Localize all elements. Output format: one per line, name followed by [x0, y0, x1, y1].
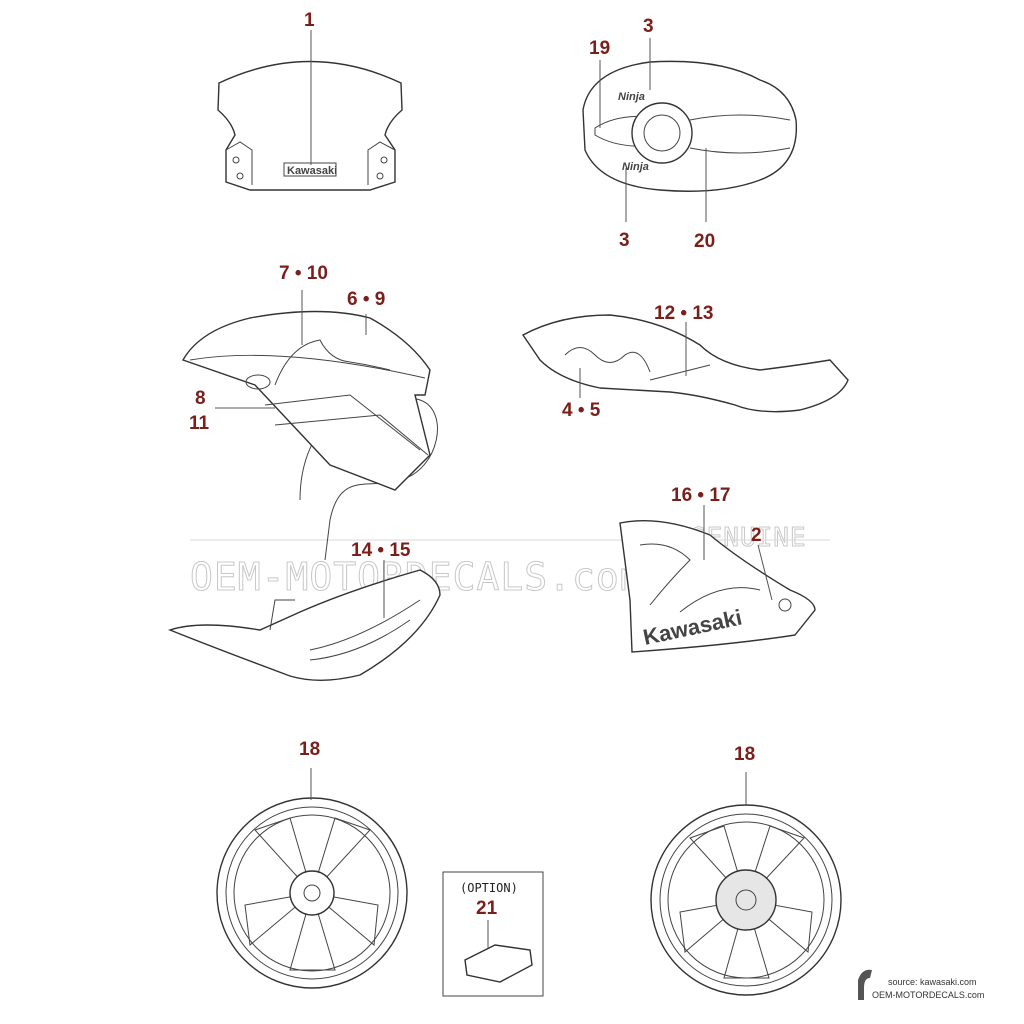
callout-20: 20 [694, 231, 715, 252]
callout-12-13: 12 • 13 [654, 303, 713, 324]
callout-11: 11 [189, 413, 210, 434]
belly-pan [167, 560, 441, 681]
callout-4-5: 4 • 5 [562, 400, 601, 421]
callout-18-rear: 18 [734, 744, 755, 765]
callout-1: 1 [304, 10, 315, 31]
callout-21: 21 [476, 898, 498, 919]
upper-fairing [181, 290, 431, 491]
windscreen: Kawasaki [217, 30, 403, 191]
option-box: (OPTION) [442, 871, 544, 997]
callout-19: 19 [589, 38, 610, 59]
callout-16-17: 16 • 17 [671, 485, 730, 506]
kawasaki-windscreen-decal: Kawasaki [287, 165, 337, 177]
callout-6-9: 6 • 9 [347, 289, 385, 310]
callout-3-top: 3 [643, 16, 654, 37]
callout-18-front: 18 [299, 739, 320, 760]
option-label: (OPTION) [460, 881, 518, 895]
rear-wheel [650, 772, 842, 996]
side-fairing: Kawasaki [619, 505, 816, 653]
fuel-tank: Ninja Ninja [582, 38, 798, 222]
source-line: source: kawasaki.com [888, 977, 977, 987]
callout-7-10: 7 • 10 [279, 263, 328, 284]
source-credit: source: kawasaki.com OEM-MOTORDECALS.com [858, 969, 984, 1000]
ninja-decal-lower: Ninja [622, 161, 649, 173]
callout-8: 8 [195, 388, 206, 409]
logo-icon [858, 969, 872, 1000]
seat-cowl [521, 314, 849, 413]
callout-14-15: 14 • 15 [351, 540, 411, 561]
front-wheel [216, 768, 408, 989]
callout-2: 2 [751, 525, 762, 546]
callout-3-bottom: 3 [619, 230, 630, 251]
callouts: 1 3 19 3 20 7 • 10 6 • 9 8 11 12 • 13 4 … [189, 10, 762, 919]
ninja-decal-upper: Ninja [618, 91, 645, 103]
site-line: OEM-MOTORDECALS.com [872, 990, 984, 1000]
